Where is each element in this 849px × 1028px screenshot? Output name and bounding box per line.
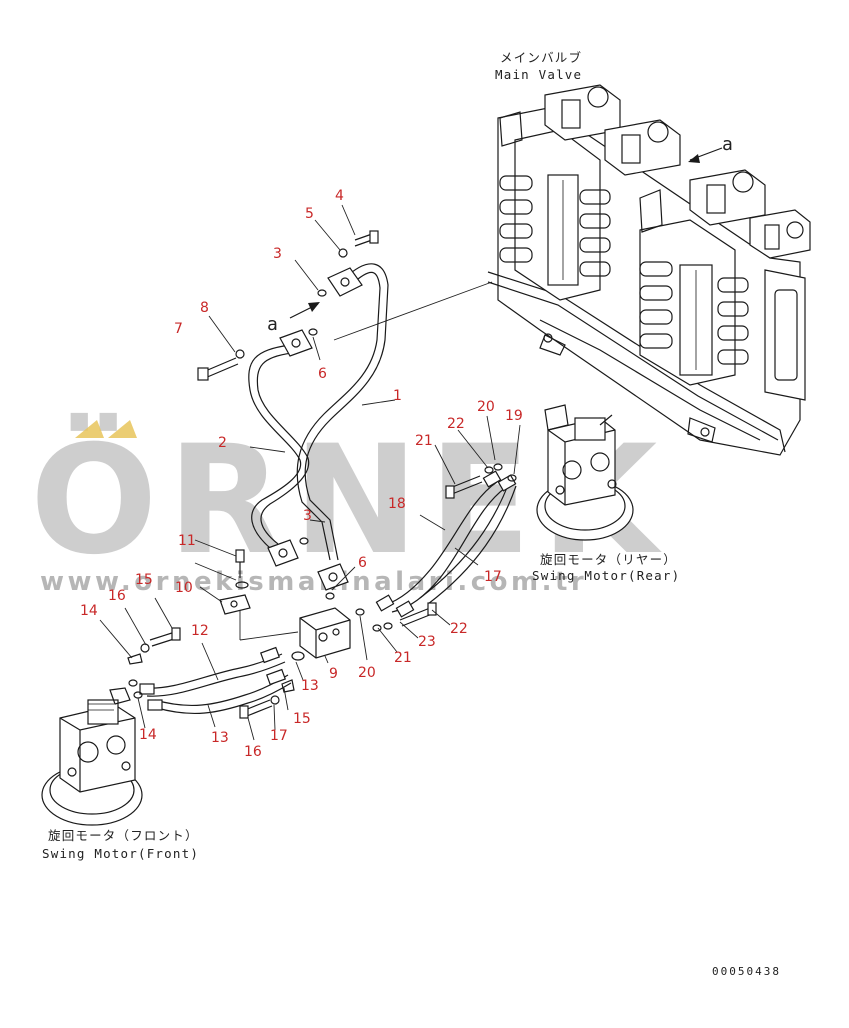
- callout-number: 12: [191, 623, 209, 639]
- callout-number: 8: [200, 300, 209, 316]
- view-mark-a-pipe: a: [267, 314, 279, 335]
- callout-number: 13: [301, 678, 319, 694]
- hose-assembly-front: [127, 627, 305, 719]
- callout-number: 15: [293, 711, 311, 727]
- hose-assembly-rear: [355, 463, 517, 632]
- rear-motor-label-jp: 旋回モータ（リヤー）: [540, 552, 677, 567]
- callout-number: 6: [358, 555, 367, 571]
- watermark-dot-left: [75, 420, 104, 438]
- callout-number: 3: [303, 508, 312, 524]
- callout-number: 5: [305, 206, 314, 222]
- drawing-number: 00050438: [712, 965, 781, 978]
- callout-number: 3: [273, 246, 282, 262]
- callout-number: 14: [80, 603, 98, 619]
- callout-number: 2: [218, 435, 227, 451]
- callout-leaders: [99, 204, 521, 741]
- callout-number: 19: [505, 408, 523, 424]
- callout-number: 21: [415, 433, 433, 449]
- front-motor-label-en: Swing Motor(Front): [42, 846, 199, 861]
- view-mark-a-valve: a: [722, 134, 734, 155]
- front-motor-label-jp: 旋回モータ（フロント）: [48, 828, 199, 843]
- pipe-assembly-upper: a: [197, 230, 389, 600]
- callout-number: 21: [394, 650, 412, 666]
- callout-number: 13: [211, 730, 229, 746]
- callout-number: 16: [244, 744, 262, 760]
- callout-number: 15: [135, 572, 153, 588]
- callout-number: 4: [335, 188, 344, 204]
- callout-number: 7: [174, 321, 183, 337]
- callout-number: 9: [329, 666, 338, 682]
- main-valve-assembly: a: [487, 84, 811, 456]
- callouts: 1 2 3 3 4 5 6 6 7 8 9 10 11 12 13 13 14 …: [80, 188, 523, 760]
- callout-number: 10: [175, 580, 193, 596]
- watermark-dot-right: [108, 420, 137, 438]
- callout-number: 6: [318, 366, 327, 382]
- callout-number: 18: [388, 496, 406, 512]
- swing-motor-rear: [536, 404, 634, 541]
- callout-number: 11: [178, 533, 196, 549]
- watermark-url: www.ornekismakinalari.com.tr: [40, 567, 587, 597]
- callout-number: 17: [484, 569, 502, 585]
- callout-number: 20: [477, 399, 495, 415]
- callout-number: 22: [450, 621, 468, 637]
- callout-number: 23: [418, 634, 436, 650]
- callout-number: 17: [270, 728, 288, 744]
- callout-number: 20: [358, 665, 376, 681]
- main-valve-label-en: Main Valve: [495, 67, 582, 82]
- callout-number: 1: [393, 388, 402, 404]
- callout-number: 22: [447, 416, 465, 432]
- junction-block: [219, 549, 351, 659]
- callout-number: 16: [108, 588, 126, 604]
- main-valve-label-jp: メインバルブ: [500, 50, 582, 65]
- reference-line: [333, 281, 493, 341]
- swing-motor-front: [41, 687, 143, 826]
- callout-number: 14: [139, 727, 157, 743]
- rear-motor-label-en: Swing Motor(Rear): [532, 568, 680, 583]
